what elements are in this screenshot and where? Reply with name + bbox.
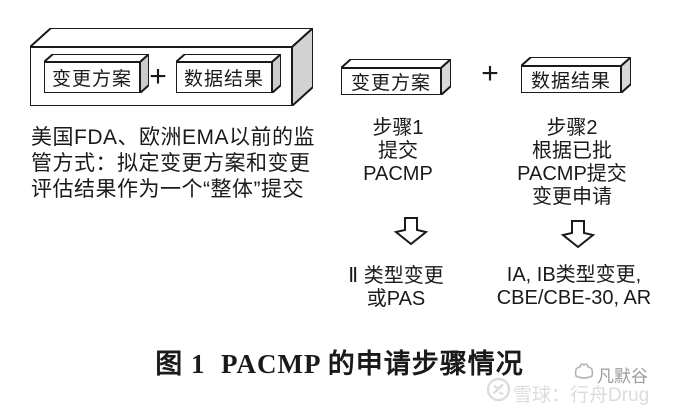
box-outline — [521, 57, 631, 93]
fanmogu-logo-icon — [572, 359, 596, 388]
change-plan-box-combined: 变更方案 — [44, 54, 149, 93]
xueqiu-logo-icon — [486, 377, 511, 407]
data-result-label: 数据结果 — [183, 69, 264, 90]
step1-result-text: Ⅱ 类型变更 或PAS — [348, 265, 444, 310]
data-result-box-step2: 数据结果 — [521, 57, 631, 93]
box-outline — [44, 54, 149, 93]
plus-sign-combined: + — [149, 60, 167, 93]
step2-text: 步骤2 根据已批 PACMP提交 变更申请 — [517, 117, 627, 208]
box-outline — [176, 54, 281, 93]
data-result-label: 数据结果 — [530, 71, 611, 92]
down-arrow-icon — [560, 220, 596, 250]
data-result-box-combined: 数据结果 — [176, 54, 281, 93]
figure-caption: 图 1 PACMP 的申请步骤情况 — [155, 349, 524, 379]
change-plan-label: 变更方案 — [350, 73, 431, 94]
change-plan-label: 变更方案 — [51, 69, 132, 90]
step2-result-text: IA, IB类型变更, CBE/CBE-30, AR — [496, 264, 652, 309]
fanmogu-watermark-text: 凡默谷 — [597, 367, 648, 386]
fda-ema-note: 美国FDA、欧洲EMA以前的监 管方式：拟定变更方案和变更 评估结果作为一个“整… — [31, 126, 316, 201]
change-plan-box-step1: 变更方案 — [341, 59, 451, 95]
step1-text: 步骤1 提交 PACMP — [363, 117, 433, 185]
down-arrow-icon — [393, 217, 429, 247]
box-outline — [341, 59, 451, 95]
xueqiu-watermark-text: 雪球：行舟Drug — [513, 385, 650, 406]
plus-sign-steps: + — [481, 57, 499, 90]
